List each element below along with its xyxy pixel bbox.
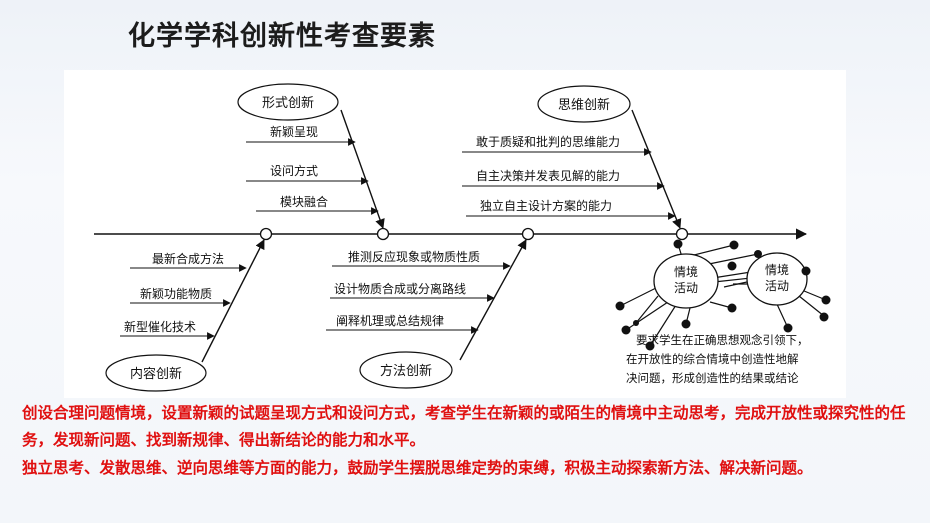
caption-paragraph-2: 独立思考、发散思维、逆向思维等方面的能力，鼓励学生摆脱思维定势的束缚，积极主动探… [22, 459, 813, 477]
situation-node-1-label-a: 情境 [674, 264, 698, 279]
thinking-branch-line [631, 109, 682, 229]
method-item-2: 设计物质合成或分离路线 [334, 281, 466, 296]
situation-node-2-label-a: 情境 [765, 262, 789, 277]
thinking-item-2: 自主决策并发表见解的能力 [476, 168, 620, 183]
forms-item-3: 模块融合 [280, 194, 328, 209]
content-item-1: 最新合成方法 [152, 251, 224, 266]
forms-node [237, 83, 339, 121]
method-node-label: 方法创新 [380, 363, 432, 379]
thinking-item-3: 独立自主设计方案的能力 [480, 198, 612, 213]
page-title: 化学学科创新性考查要素 [128, 21, 436, 52]
situation-network: 情境 活动 情境 活动 [615, 239, 831, 351]
fishbone-svg: 形式创新 新颖呈现 设问方式 模块融合 思维创新 敢于质疑和批判的思维能力 自主… [94, 83, 831, 392]
method-node [359, 351, 453, 389]
forms-item-2: 设问方式 [270, 163, 318, 178]
situation-desc-line-2: 在开放性的综合情境中创造性地解 [626, 352, 799, 366]
caption-paragraph-1: 创设合理问题情境，设置新颖的试题呈现方式和设问方式，考查学生在新颖的或陌生的情境… [22, 404, 906, 449]
method-item-3: 阐释机理或总结规律 [336, 313, 444, 328]
situation-node-2 [746, 252, 808, 306]
situation-node-1-label-b: 活动 [674, 281, 698, 295]
thinking-node [537, 85, 631, 123]
thinking-item-1: 敢于质疑和批判的思维能力 [476, 134, 620, 149]
content-node-label: 内容创新 [130, 366, 182, 382]
forms-branch-line [340, 109, 385, 229]
situation-node-2-label-b: 活动 [765, 279, 789, 293]
situation-desc-line-3: 决问题，形成创造性的结果或结论 [626, 371, 799, 385]
joint-method [521, 227, 535, 241]
forms-node-label: 形式创新 [262, 95, 314, 111]
situation-node-1 [653, 253, 719, 309]
situation-desc-line-1: 要求学生在正确思想观念引领下， [636, 333, 809, 347]
joint-thinking [675, 227, 689, 241]
content-item-3: 新型催化技术 [124, 319, 196, 334]
content-node [105, 354, 207, 392]
forms-item-1: 新颖呈现 [270, 124, 318, 139]
method-item-1: 推测反应现象或物质性质 [348, 249, 480, 264]
thinking-node-label: 思维创新 [558, 97, 610, 113]
content-branch-line [201, 239, 265, 363]
joint-content [259, 227, 273, 241]
joint-forms [376, 227, 390, 241]
content-item-2: 新颖功能物质 [140, 286, 212, 301]
fishbone-diagram: 形式创新 新颖呈现 设问方式 模块融合 思维创新 敢于质疑和批判的思维能力 自主… [64, 70, 846, 398]
